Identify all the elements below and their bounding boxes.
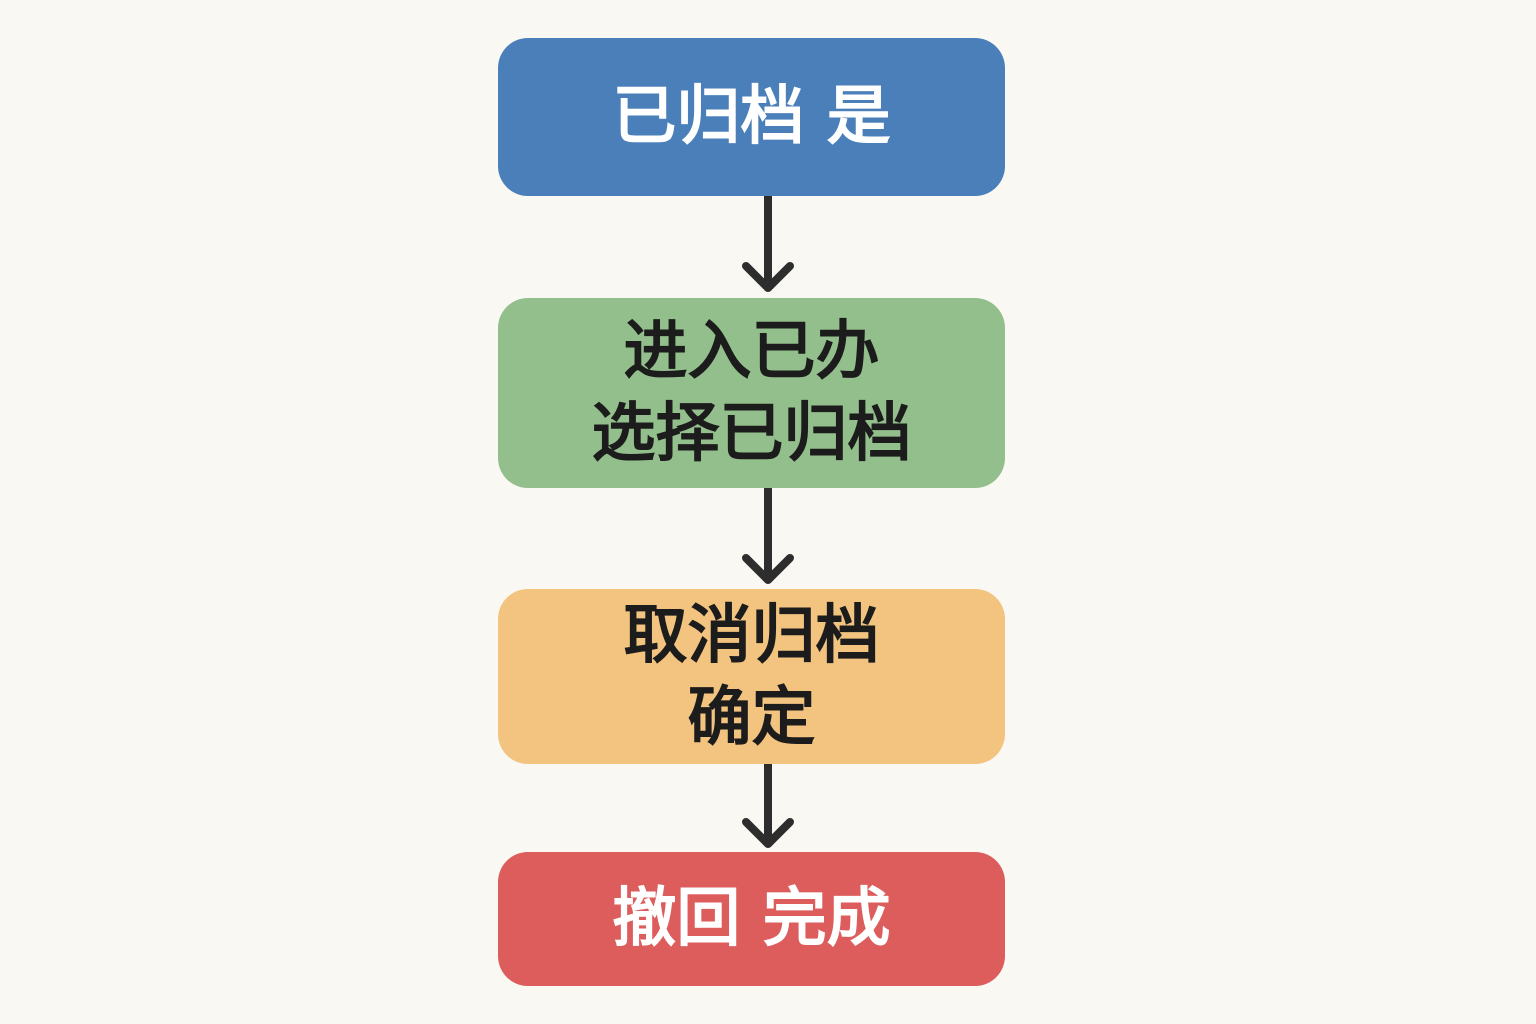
step-label-line-1: 进入已办 [623,315,880,389]
arrow-down-icon [742,764,794,848]
step-label-line-2: 选择已归档 [591,397,912,471]
step-archived-yes: 已归档 是 [498,38,1005,196]
step-enter-done-select-archived: 进入已办 选择已归档 [498,298,1005,488]
step-label: 已归档 是 [612,80,891,154]
step-cancel-archive-confirm: 取消归档 确定 [498,589,1005,764]
step-label-line-2: 确定 [687,680,816,755]
step-withdraw-complete: 撤回 完成 [498,852,1005,986]
arrow-down-icon [742,196,794,292]
step-label-line-1: 取消归档 [623,598,880,673]
step-label: 撤回 完成 [612,882,891,956]
arrow-down-icon [742,488,794,584]
